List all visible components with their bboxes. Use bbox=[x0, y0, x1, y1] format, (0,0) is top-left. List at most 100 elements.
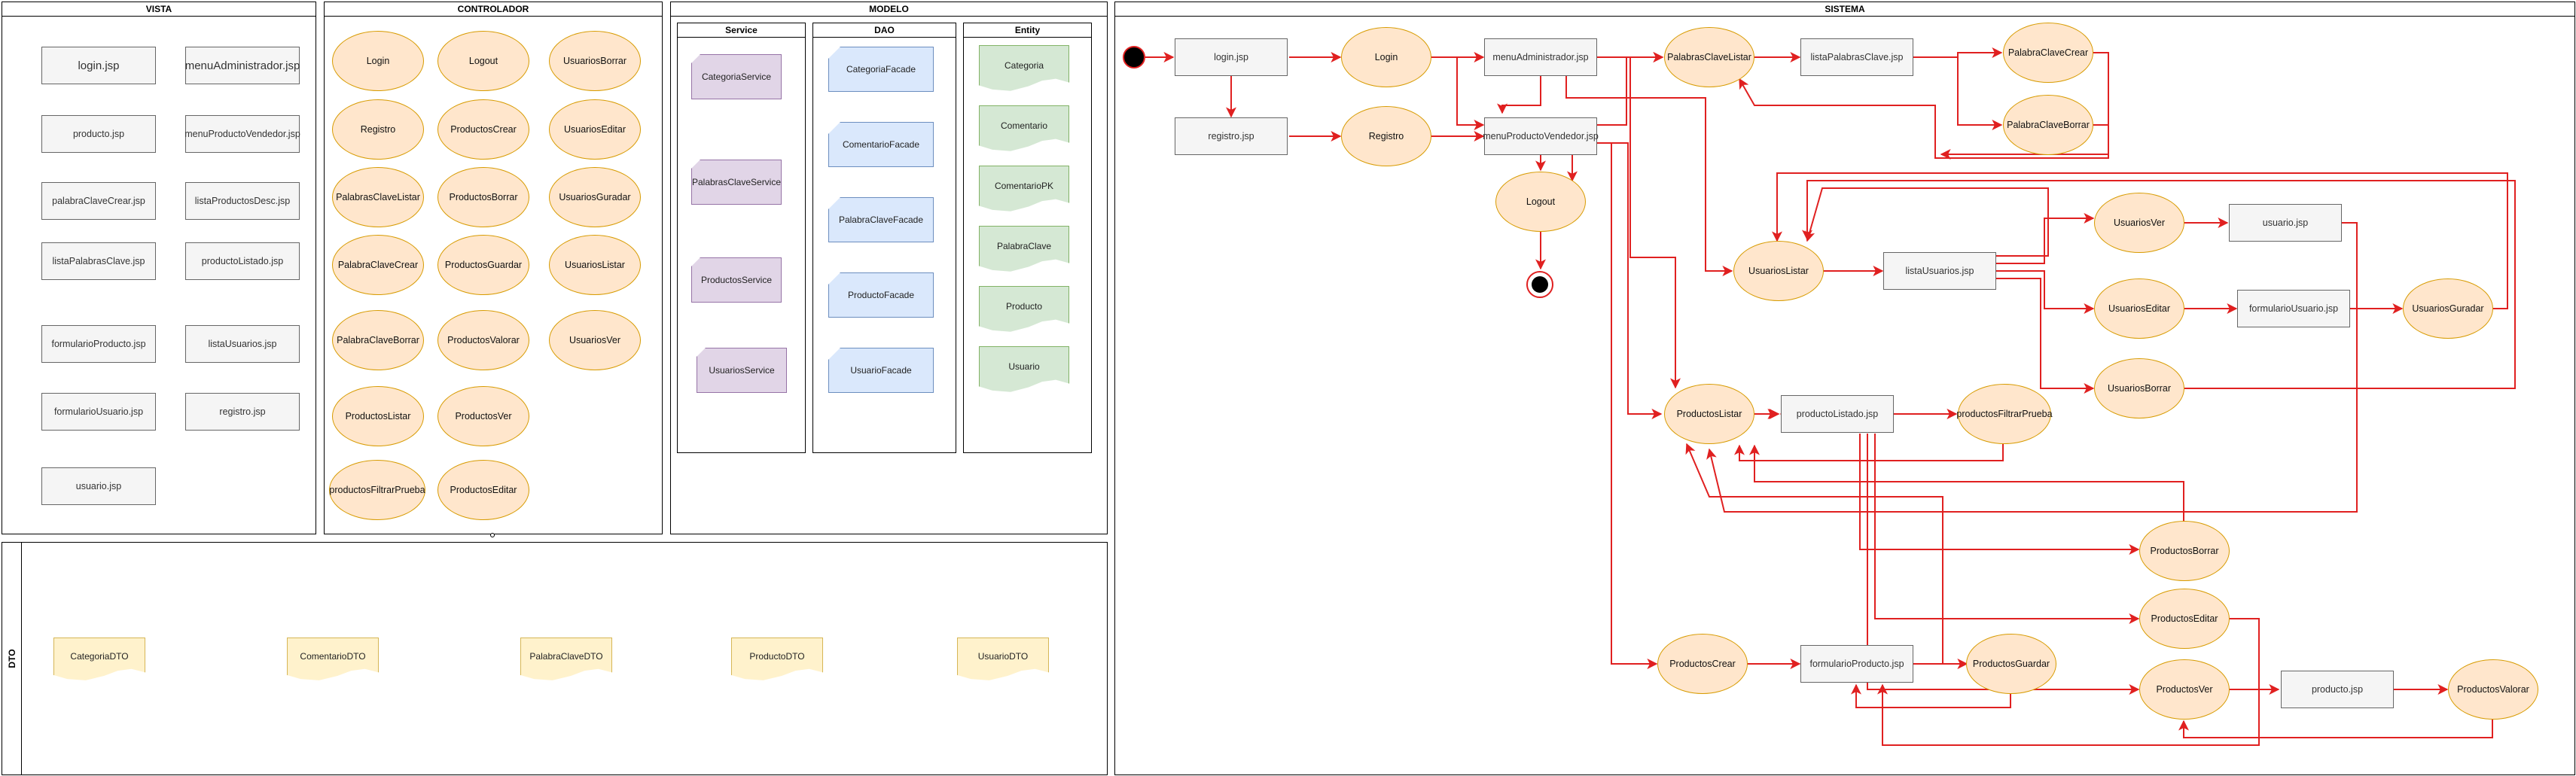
edge-usuarios-borrar-back bbox=[1802, 180, 2516, 389]
comentario-dto[interactable]: ComentarioDTO bbox=[287, 638, 379, 680]
sys-usuario-jsp[interactable]: usuario.jsp bbox=[2229, 204, 2342, 242]
start-node bbox=[1123, 46, 1145, 68]
sys-usuarios-guardar[interactable]: UsuariosGuradar bbox=[2403, 278, 2493, 339]
sys-productos-valorar[interactable]: ProductosValorar bbox=[2448, 659, 2538, 720]
edge-listado-productos-editar bbox=[1874, 434, 2140, 624]
ctrl-productos-borrar[interactable]: ProductosBorrar bbox=[437, 167, 529, 227]
vista-menu-admin-jsp[interactable]: menuAdministrador.jsp bbox=[185, 47, 300, 84]
vista-registro-jsp[interactable]: registro.jsp bbox=[185, 393, 300, 431]
vista-login-jsp[interactable]: login.jsp bbox=[41, 47, 156, 84]
entity-categoria[interactable]: Categoria bbox=[979, 45, 1069, 91]
usuarios-service[interactable]: UsuariosService bbox=[697, 348, 787, 393]
sys-producto-jsp[interactable]: producto.jsp bbox=[2281, 671, 2394, 708]
edge-usuarios-guardar-back bbox=[1772, 172, 2508, 309]
sys-usuarios-listar[interactable]: UsuariosListar bbox=[1733, 241, 1824, 301]
dto-title-bar: DTO bbox=[2, 543, 22, 774]
sys-login-jsp[interactable]: login.jsp bbox=[1175, 38, 1288, 76]
sys-pc-listar[interactable]: PalabrasClaveListar bbox=[1664, 27, 1754, 87]
sys-productos-borrar[interactable]: ProductosBorrar bbox=[2139, 521, 2230, 581]
edge-menu-vendedor-productos-crear bbox=[1596, 142, 1658, 669]
ctrl-productos-listar[interactable]: ProductosListar bbox=[332, 386, 424, 446]
sys-form-producto-jsp[interactable]: formularioProducto.jsp bbox=[1800, 645, 1913, 683]
ctrl-palabra-clave-borrar[interactable]: PalabraClaveBorrar bbox=[332, 310, 424, 370]
palabras-clave-service[interactable]: PalabrasClaveService bbox=[691, 160, 782, 205]
ctrl-productos-editar[interactable]: ProductosEditar bbox=[437, 460, 529, 520]
ctrl-productos-guardar[interactable]: ProductosGuardar bbox=[437, 235, 529, 295]
vista-lista-productos-desc-jsp[interactable]: listaProductosDesc.jsp bbox=[185, 182, 300, 220]
sys-productos-editar[interactable]: ProductosEditar bbox=[2139, 589, 2230, 649]
edge-lista-usuarios-listar-back bbox=[1804, 187, 2049, 257]
ctrl-productos-ver[interactable]: ProductosVer bbox=[437, 386, 529, 446]
vista-formulario-producto-jsp[interactable]: formularioProducto.jsp bbox=[41, 325, 156, 363]
vista-usuario-jsp[interactable]: usuario.jsp bbox=[41, 467, 156, 505]
sys-lista-usuarios-jsp[interactable]: listaUsuarios.jsp bbox=[1883, 252, 1996, 290]
sys-form-usuario-jsp[interactable]: formularioUsuario.jsp bbox=[2237, 290, 2350, 327]
ctrl-usuarios-editar[interactable]: UsuariosEditar bbox=[549, 99, 641, 160]
vista-producto-listado-jsp[interactable]: productoListado.jsp bbox=[185, 242, 300, 280]
ctrl-usuarios-guardar[interactable]: UsuariosGuradar bbox=[549, 167, 641, 227]
edge-pc-crear-back bbox=[1739, 52, 2109, 159]
palabra-clave-facade[interactable]: PalabraClaveFacade bbox=[828, 197, 934, 242]
ctrl-usuarios-borrar[interactable]: UsuariosBorrar bbox=[549, 31, 641, 91]
sys-menu-admin-jsp[interactable]: menuAdministrador.jsp bbox=[1484, 38, 1597, 76]
sys-usuarios-editar[interactable]: UsuariosEditar bbox=[2094, 278, 2184, 339]
ctrl-palabra-clave-crear[interactable]: PalabraClaveCrear bbox=[332, 235, 424, 295]
modelo-title: MODELO bbox=[671, 2, 1107, 17]
producto-facade[interactable]: ProductoFacade bbox=[828, 272, 934, 318]
vista-formulario-usuario-jsp[interactable]: formularioUsuario.jsp bbox=[41, 393, 156, 431]
sys-productos-crear[interactable]: ProductosCrear bbox=[1657, 634, 1748, 694]
sys-lista-pc-jsp[interactable]: listaPalabrasClave.jsp bbox=[1800, 38, 1913, 76]
vista-lista-usuarios-jsp[interactable]: listaUsuarios.jsp bbox=[185, 325, 300, 363]
productos-service[interactable]: ProductosService bbox=[691, 257, 782, 303]
sys-registro[interactable]: Registro bbox=[1341, 106, 1431, 166]
edge-usuario-jsp-back bbox=[1706, 222, 2358, 513]
ctrl-login[interactable]: Login bbox=[332, 31, 424, 91]
dao-container: DAO CategoriaFacade ComentarioFacade Pal… bbox=[812, 23, 956, 453]
ctrl-palabras-clave-listar[interactable]: PalabrasClaveListar bbox=[332, 167, 424, 227]
ctrl-productos-crear[interactable]: ProductosCrear bbox=[437, 99, 529, 160]
sys-usuarios-borrar[interactable]: UsuariosBorrar bbox=[2094, 358, 2184, 418]
dto-panel: DTO CategoriaDTO ComentarioDTO PalabraCl… bbox=[2, 542, 1108, 775]
controlador-resize-handle[interactable] bbox=[490, 533, 495, 537]
sys-login[interactable]: Login bbox=[1341, 27, 1431, 87]
sistema-title: SISTEMA bbox=[1115, 2, 2574, 17]
sys-pc-borrar[interactable]: PalabraClaveBorrar bbox=[2003, 95, 2093, 155]
usuario-facade[interactable]: UsuarioFacade bbox=[828, 348, 934, 393]
sys-productos-listar[interactable]: ProductosListar bbox=[1664, 384, 1754, 444]
sys-menu-vendedor-jsp[interactable]: menuProductoVendedor.jsp bbox=[1483, 117, 1599, 155]
sys-pc-crear[interactable]: PalabraClaveCrear bbox=[2003, 23, 2093, 83]
comentario-facade[interactable]: ComentarioFacade bbox=[828, 122, 934, 167]
vista-palabra-clave-crear-jsp[interactable]: palabraClaveCrear.jsp bbox=[41, 182, 156, 220]
usuario-dto[interactable]: UsuarioDTO bbox=[957, 638, 1049, 680]
edge-productos-editar-back bbox=[1877, 618, 2260, 746]
ctrl-registro[interactable]: Registro bbox=[332, 99, 424, 160]
ctrl-logout[interactable]: Logout bbox=[437, 31, 529, 91]
edge-menu-admin-logout bbox=[1497, 76, 1541, 114]
entity-palabra-clave[interactable]: PalabraClave bbox=[979, 226, 1069, 272]
ctrl-productos-filtrar[interactable]: productosFiltrarPrueba bbox=[329, 460, 425, 520]
edge-lista-usuarios-editar bbox=[1995, 270, 2095, 314]
edge-listado-productos-borrar bbox=[1859, 434, 2140, 555]
vista-panel: VISTA login.jsp menuAdministrador.jsp pr… bbox=[2, 2, 316, 534]
sys-registro-jsp[interactable]: registro.jsp bbox=[1175, 117, 1288, 155]
ctrl-productos-valorar[interactable]: ProductosValorar bbox=[437, 310, 529, 370]
edge-productos-guardar-listar bbox=[1685, 443, 1965, 665]
dao-title: DAO bbox=[813, 23, 956, 38]
sys-usuarios-ver[interactable]: UsuariosVer bbox=[2094, 193, 2184, 253]
sys-productos-guardar[interactable]: ProductosGuardar bbox=[1966, 634, 2056, 694]
vista-producto-jsp[interactable]: producto.jsp bbox=[41, 115, 156, 153]
sys-logout[interactable]: Logout bbox=[1495, 172, 1586, 232]
ctrl-usuarios-listar[interactable]: UsuariosListar bbox=[549, 235, 641, 295]
sys-productos-filtrar[interactable]: productosFiltrarPrueba bbox=[1956, 384, 2053, 444]
categoria-service[interactable]: CategoriaService bbox=[691, 54, 782, 99]
sys-producto-listado-jsp[interactable]: productoListado.jsp bbox=[1781, 395, 1894, 433]
vista-title: VISTA bbox=[2, 2, 316, 17]
sys-productos-ver[interactable]: ProductosVer bbox=[2139, 659, 2230, 720]
vista-menu-vendedor-jsp[interactable]: menuProductoVendedor.jsp bbox=[184, 115, 300, 153]
ctrl-usuarios-ver[interactable]: UsuariosVer bbox=[549, 310, 641, 370]
vista-lista-palabras-clave-jsp[interactable]: listaPalabrasClave.jsp bbox=[41, 242, 156, 280]
categoria-facade[interactable]: CategoriaFacade bbox=[828, 47, 934, 92]
edge-menu-admin-productos-listar bbox=[1596, 56, 1681, 389]
entity-producto[interactable]: Producto bbox=[979, 286, 1069, 332]
